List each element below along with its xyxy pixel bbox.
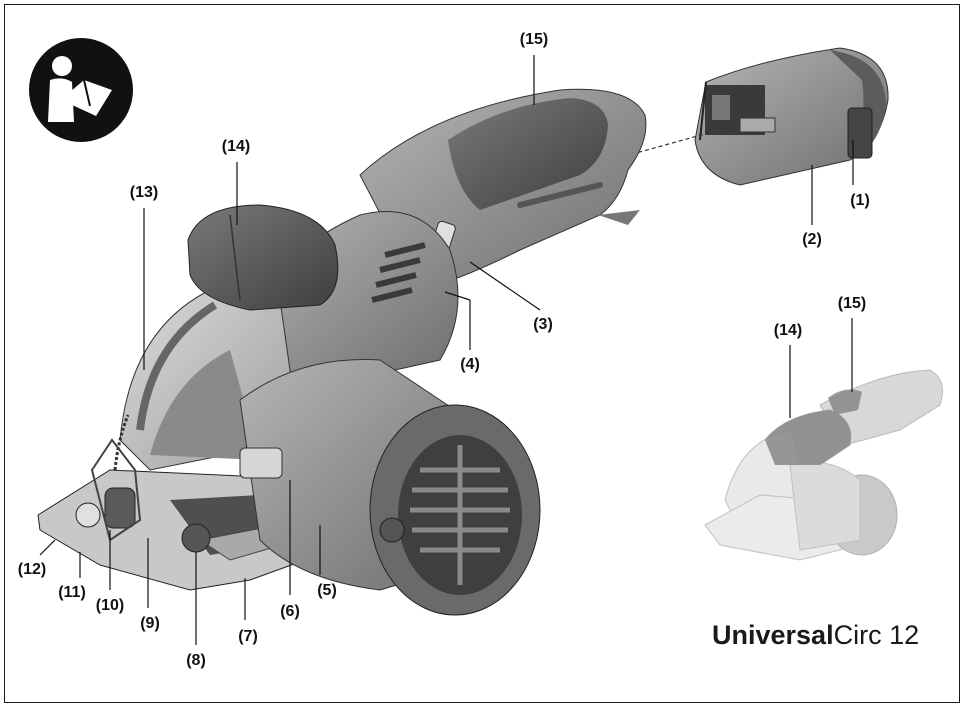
callout-4: (4) [460,356,480,373]
bevel-scale [90,438,142,542]
read-manual-icon [29,38,133,142]
callout-12: (12) [17,561,47,578]
product-model: Circ 12 [833,620,920,650]
thumbnail-highlights [765,389,862,465]
saw-blade [113,414,130,471]
bevel-lever [104,487,136,529]
page-frame [4,4,960,703]
leader-lines [39,55,854,645]
thumbnail-saw [704,369,943,561]
callout-2: (2) [802,231,822,248]
callout-8: (8) [186,652,206,669]
product-brand: Universal [712,620,834,650]
callout-14: (14) [221,138,251,155]
callout-11: (11) [58,584,86,601]
spindle-lock-button [239,447,283,479]
callout-13: (13) [129,184,159,201]
motor-housing [239,359,541,616]
callout-6: (6) [280,603,300,620]
callout-7: (7) [238,628,258,645]
auxiliary-handle [187,204,339,311]
callout-3: (3) [533,316,553,333]
callout-15: (15) [519,31,549,48]
callout-9: (9) [140,615,160,632]
callout-1: (1) [850,192,870,209]
thumbnail-callout-14: (14) [773,322,803,339]
depth-knob [181,523,211,553]
product-name: UniversalCirc 12 [712,620,919,651]
thumbnail-leaders [789,318,853,418]
callout-5: (5) [317,582,337,599]
callout-10: (10) [95,597,125,614]
battery-pack [694,47,889,186]
thumbnail-callout-15: (15) [837,295,867,312]
front-clamp [75,502,101,528]
